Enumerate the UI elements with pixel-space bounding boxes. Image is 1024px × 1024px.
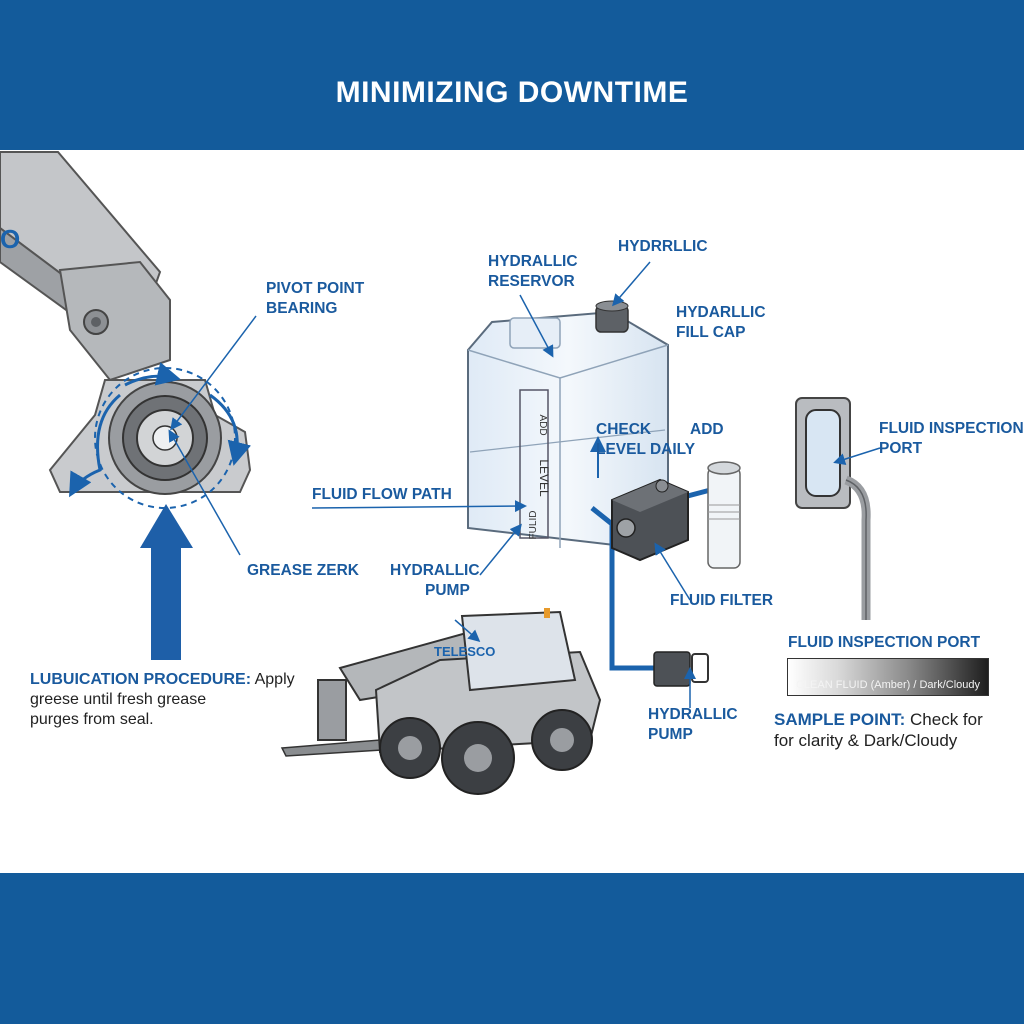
boom-brand-mark: O bbox=[0, 224, 20, 254]
label-pivot-bearing-line2: BEARING bbox=[266, 300, 338, 317]
label-check-line2: LEVEL DAILY bbox=[596, 441, 696, 458]
page-title: MINIMIZING DOWNTIME bbox=[335, 76, 689, 109]
clean-fluid-label: CLEAN FLUID (Amber) bbox=[796, 679, 911, 691]
lubrication-heading: LUBUICATION PROCEDURE: bbox=[30, 671, 252, 688]
lubrication-arrow bbox=[140, 504, 193, 660]
sample-point: SAMPLE POINT: Check for for clarity & Da… bbox=[774, 709, 983, 751]
lubrication-procedure: LUBUICATION PROCEDURE: Apply greese unti… bbox=[30, 670, 295, 730]
tank-full-mark: FULID bbox=[528, 511, 539, 540]
label-check-level: CHECK LEVEL DAILY bbox=[596, 420, 695, 460]
hydraulic-pump-block bbox=[611, 478, 689, 562]
boom-leader bbox=[454, 619, 481, 642]
label-inspection-line2: PORT bbox=[879, 440, 923, 457]
label-pivot-bearing-line1: PIVOT POINT bbox=[266, 280, 365, 297]
label-pump-upper-line2: PUMP bbox=[425, 582, 470, 599]
label-inspection-line1: FLUID INSPECTION bbox=[879, 420, 1024, 437]
pivot-bearing-leader bbox=[170, 315, 257, 431]
label-fluid-inspection-port: FLUID INSPECTION PORT bbox=[788, 634, 981, 651]
label-grease-zerk: GREASE ZERK bbox=[247, 562, 359, 579]
hydraulic-pump-small bbox=[653, 651, 709, 687]
fluid-filter-leader bbox=[654, 542, 691, 601]
fluid-line-return bbox=[590, 506, 654, 671]
tank-level-mark: LEVEL bbox=[537, 459, 551, 497]
label-fill-cap: HYDARLLIC FILL CAP bbox=[676, 303, 766, 343]
sample-point-line2: for clarity & Dark/Cloudy bbox=[774, 731, 958, 750]
level-gauge bbox=[519, 389, 549, 539]
lubrication-line1: Apply bbox=[251, 671, 295, 688]
reservoir-leader bbox=[519, 294, 554, 358]
header-band bbox=[0, 0, 1024, 150]
label-fluid-flow-path: FLUID FLOW PATH bbox=[312, 486, 452, 503]
inspection-port-leader bbox=[833, 447, 881, 465]
hydrrllic-leader bbox=[612, 261, 651, 307]
hydraulic-reservoir: LEVEL ADD FULID bbox=[467, 300, 669, 550]
label-fill-cap-line1: HYDARLLIC bbox=[676, 304, 766, 321]
label-pump-upper-line1: HYDRALLIC bbox=[390, 562, 480, 579]
label-pump-lower-line2: PUMP bbox=[648, 726, 693, 743]
label-fluid-filter: FLUID FILTER bbox=[670, 592, 774, 609]
fluid-condition-scale: CLEAN FLUID (Amber) / Dark/Cloudy bbox=[787, 658, 989, 696]
label-pivot-bearing: PIVOT POINT BEARING bbox=[266, 279, 364, 319]
pump-upper-leader bbox=[479, 523, 522, 576]
label-inspection-port-top: FLUID INSPECTION PORT bbox=[879, 419, 1024, 459]
label-pump-lower-line1: HYDRALLIC bbox=[648, 706, 738, 723]
pivot-bearing bbox=[48, 362, 252, 509]
label-reservoir-line1: HYDRALLIC bbox=[488, 253, 578, 270]
footer-band bbox=[0, 873, 1024, 1024]
label-hydraulic-pump-lower: HYDRALLIC PUMP bbox=[648, 705, 738, 745]
maintenance-diagram: O LEVEL ADD FULID bbox=[0, 151, 881, 795]
lubrication-line2: greese until fresh grease bbox=[30, 691, 207, 708]
flow-path-leader bbox=[311, 500, 527, 513]
label-hydrrllic: HYDRRLLIC bbox=[618, 238, 708, 255]
label-reservoir-line2: RESERVOR bbox=[488, 273, 575, 290]
label-fill-cap-line2: FILL CAP bbox=[676, 324, 746, 341]
scale-separator: / bbox=[910, 679, 920, 691]
tank-add-mark: ADD bbox=[537, 414, 548, 435]
lubrication-line3: purges from seal. bbox=[30, 711, 154, 728]
boom-arm: O bbox=[0, 151, 171, 382]
label-hydraulic-reservoir: HYDRALLIC RESERVOR bbox=[488, 252, 578, 292]
machine-brand: TELESCO bbox=[434, 644, 495, 659]
sample-point-line1: Check for bbox=[905, 710, 983, 729]
grease-zerk-leader bbox=[168, 429, 241, 556]
telehandler: TELESCO bbox=[280, 608, 602, 795]
dark-fluid-label: Dark/Cloudy bbox=[919, 679, 980, 691]
fluid-condition-text: CLEAN FLUID (Amber) / Dark/Cloudy bbox=[788, 679, 988, 691]
label-add: ADD bbox=[690, 421, 724, 438]
fluid-filter bbox=[707, 461, 741, 569]
label-hydraulic-pump-upper: HYDRALLIC PUMP bbox=[390, 561, 480, 601]
label-check-line1: CHECK bbox=[596, 421, 652, 438]
inspection-port bbox=[795, 397, 871, 620]
sample-point-heading: SAMPLE POINT: bbox=[774, 710, 906, 729]
